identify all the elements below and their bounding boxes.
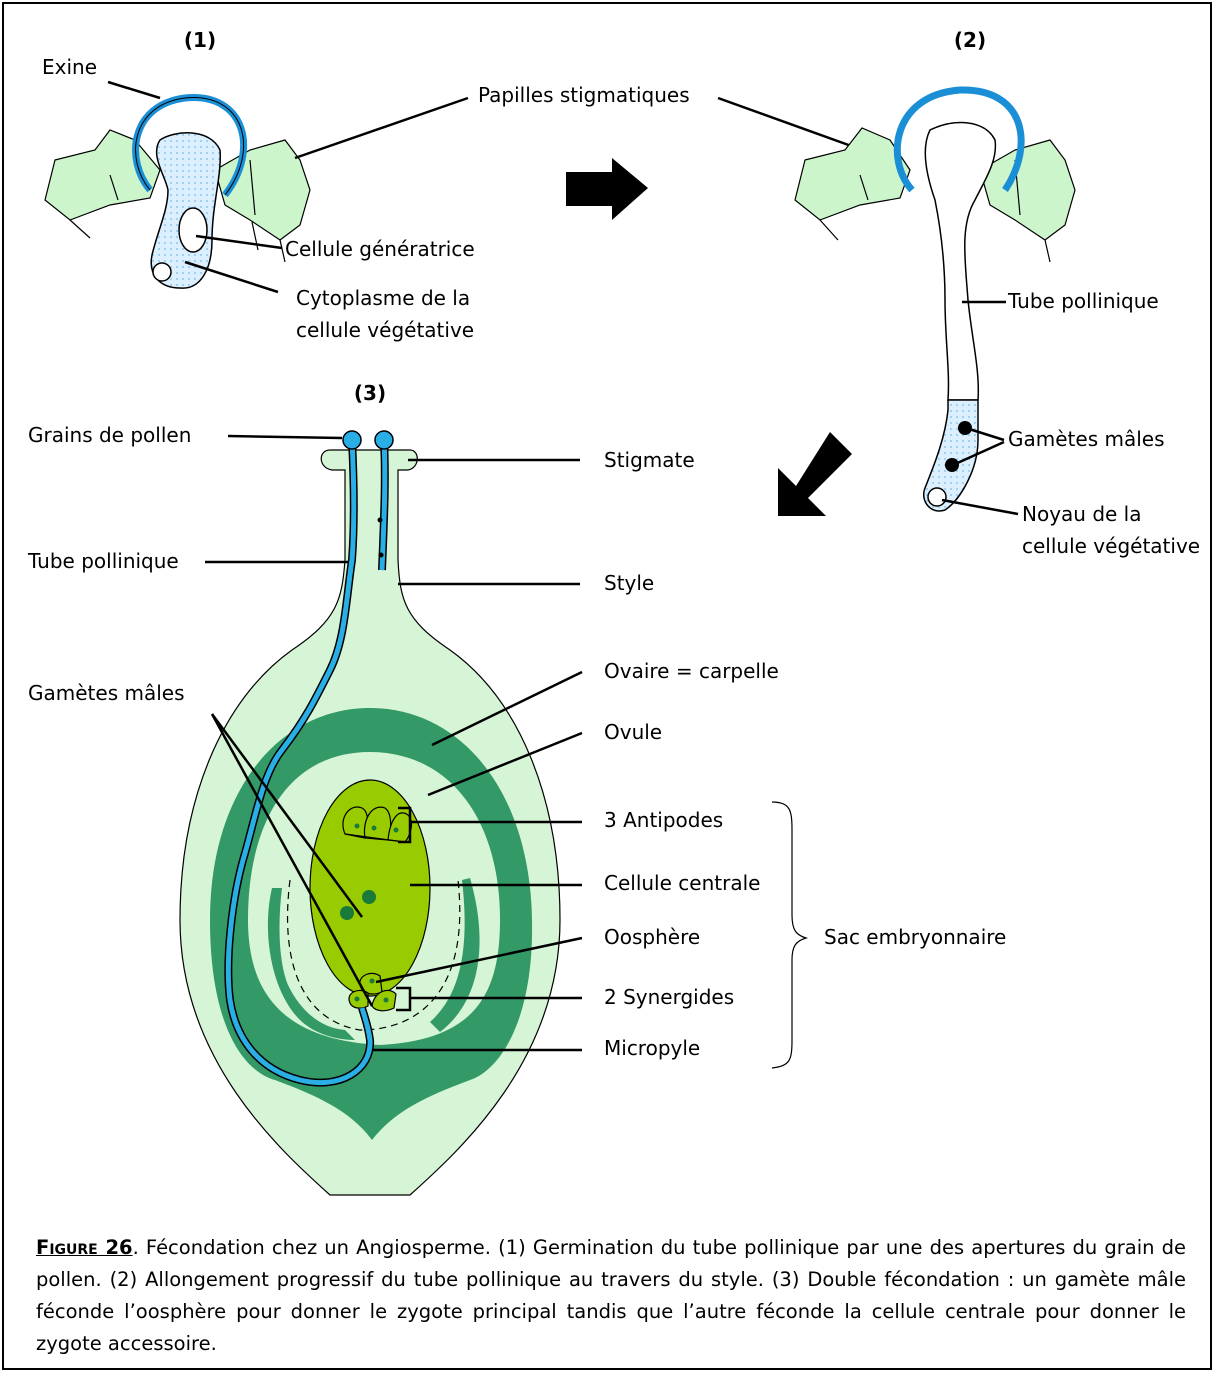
- arrow-down-left: [778, 432, 852, 516]
- label-tube-pollinique-2: Tube pollinique: [1007, 289, 1159, 313]
- panel-2-number: (2): [954, 28, 986, 52]
- label-sac-embryonnaire: Sac embryonnaire: [824, 925, 1006, 949]
- label-cytoplasme-1: Cytoplasme de la: [296, 286, 470, 310]
- figure-number: Figure 26: [36, 1236, 133, 1259]
- central-nucleus-b: [340, 906, 354, 920]
- label-cellule-generatrice: Cellule génératrice: [285, 237, 475, 261]
- label-antipodes: 3 Antipodes: [604, 808, 723, 832]
- label-gametes-males-3: Gamètes mâles: [28, 681, 184, 705]
- panel-2: (2) Tube pollinique Gamètes mâles Noyau …: [795, 28, 1200, 558]
- panel-3: (3): [27, 381, 1006, 1195]
- pollen-grain-a: [343, 431, 361, 449]
- fertilization-diagram: (1) Exine Cellule génératrice Cytoplasme…: [0, 0, 1218, 1230]
- arrow-right: [566, 158, 648, 220]
- label-gametes-males-2: Gamètes mâles: [1008, 427, 1164, 451]
- label-noyau-1: Noyau de la: [1022, 502, 1142, 526]
- sac-brace: [772, 802, 806, 1068]
- label-grains-pollen: Grains de pollen: [28, 423, 191, 447]
- label-style: Style: [604, 571, 654, 595]
- panel-1: (1) Exine Cellule génératrice Cytoplasme…: [42, 28, 475, 342]
- panel-3-number: (3): [354, 381, 386, 405]
- caption-text: . Fécondation chez un Angiosperme. (1) G…: [36, 1236, 1186, 1355]
- label-stigmate: Stigmate: [604, 448, 695, 472]
- label-synergides: 2 Synergides: [604, 985, 734, 1009]
- pollen-tube-2: [925, 123, 995, 400]
- male-gamete-b: [945, 458, 959, 472]
- pollen-grain-b: [375, 431, 393, 449]
- label-micropyle: Micropyle: [604, 1036, 700, 1060]
- label-ovule: Ovule: [604, 720, 662, 744]
- figure-caption: Figure 26. Fécondation chez un Angiosper…: [36, 1232, 1186, 1360]
- label-noyau-2: cellule végétative: [1022, 534, 1200, 558]
- central-nucleus-a: [362, 890, 376, 904]
- generative-cell: [179, 208, 207, 252]
- label-oosphere: Oosphère: [604, 925, 700, 949]
- label-cytoplasme-2: cellule végétative: [296, 318, 474, 342]
- panel-1-number: (1): [184, 28, 216, 52]
- vegetative-nucleus-2: [928, 488, 946, 506]
- vegetative-nucleus-1: [153, 263, 171, 281]
- label-cellule-centrale: Cellule centrale: [604, 871, 760, 895]
- label-ovaire: Ovaire = carpelle: [604, 659, 779, 683]
- label-tube-pollinique-3: Tube pollinique: [27, 549, 179, 573]
- label-papilles-stigmatiques: Papilles stigmatiques: [478, 83, 690, 107]
- label-exine: Exine: [42, 55, 97, 79]
